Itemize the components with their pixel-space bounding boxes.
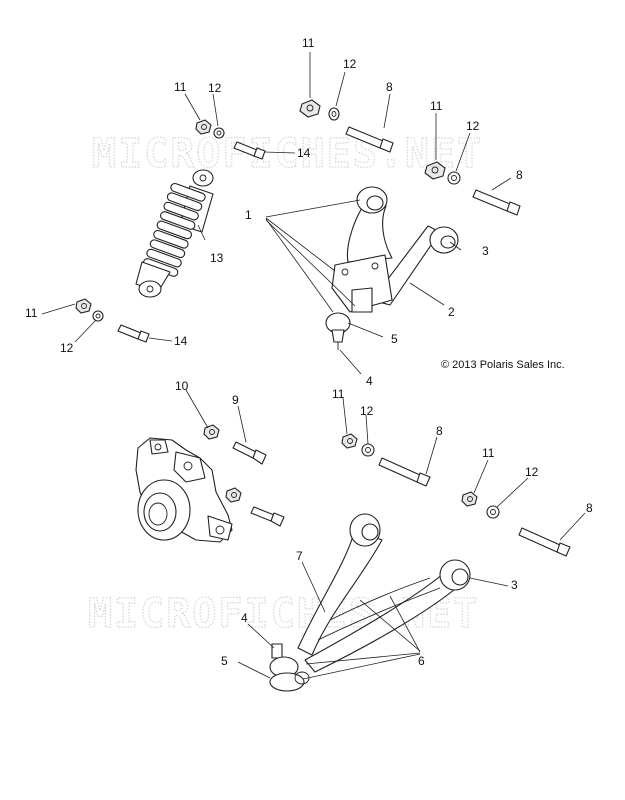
spindle-knuckle-part xyxy=(135,437,233,543)
bolt-9-upper xyxy=(232,441,267,465)
washer-12-d xyxy=(92,310,104,322)
bolt-8-top xyxy=(345,126,394,153)
leader-lines xyxy=(41,52,586,680)
callout-5-a: 5 xyxy=(391,332,398,346)
callout-12-d: 12 xyxy=(60,341,74,355)
nut-11-e xyxy=(341,433,358,449)
bolt-14-top xyxy=(233,141,266,160)
callout-11-c: 11 xyxy=(430,99,443,113)
bolt-8-right-lower xyxy=(518,527,571,557)
bolt-8-right-upper xyxy=(472,189,521,216)
callout-labels: 11 12 8 11 12 14 11 12 8 13 1 3 2 5 4 11… xyxy=(25,36,593,668)
shock-absorber-part xyxy=(135,169,214,298)
nut-11-f xyxy=(461,491,478,507)
nut-11-a xyxy=(299,99,321,118)
washer-12-b xyxy=(213,127,225,139)
callout-3-a: 3 xyxy=(482,244,489,258)
lower-a-arm-part xyxy=(297,513,471,673)
callout-6: 6 xyxy=(418,654,425,668)
callout-11-d: 11 xyxy=(25,306,38,320)
bolt-9-lower xyxy=(250,506,285,527)
nut-11-c xyxy=(424,161,446,180)
callout-7: 7 xyxy=(296,549,303,563)
callout-8-b: 8 xyxy=(516,168,523,182)
nut-11-b xyxy=(195,119,212,135)
nut-10 xyxy=(203,424,220,440)
callout-12-c: 12 xyxy=(466,119,480,133)
callout-8-d: 8 xyxy=(586,501,593,515)
callout-8-c: 8 xyxy=(436,424,443,438)
callout-2: 2 xyxy=(448,305,455,319)
callout-12-b: 12 xyxy=(208,81,222,95)
washer-12-e xyxy=(361,443,375,457)
callout-12-f: 12 xyxy=(525,465,539,479)
copyright-notice: © 2013 Polaris Sales Inc. xyxy=(441,359,565,371)
bolt-14-left xyxy=(117,324,150,343)
nut-9-lower xyxy=(225,487,242,503)
upper-a-arm-part xyxy=(331,186,459,313)
callout-3-b: 3 xyxy=(511,578,518,592)
nut-11-d xyxy=(75,298,92,314)
callout-9: 9 xyxy=(232,393,239,407)
callout-11-f: 11 xyxy=(482,446,495,460)
callout-4-b: 4 xyxy=(241,611,248,625)
callout-4-a: 4 xyxy=(366,374,373,388)
callout-14-a: 14 xyxy=(297,146,311,160)
callout-12-a: 12 xyxy=(343,57,357,71)
callout-13: 13 xyxy=(210,251,224,265)
callout-10: 10 xyxy=(175,379,189,393)
washer-12-f xyxy=(486,505,500,519)
upper-ball-joint-part xyxy=(325,312,351,350)
callout-1: 1 xyxy=(245,208,252,222)
callout-11-e: 11 xyxy=(332,387,345,401)
bolt-8-middle xyxy=(378,457,431,487)
callout-11-a: 11 xyxy=(302,36,315,50)
lower-ball-joint-part xyxy=(269,643,310,692)
callout-5-b: 5 xyxy=(221,654,228,668)
callout-12-e: 12 xyxy=(360,404,374,418)
callout-14-b: 14 xyxy=(174,334,188,348)
washer-12-c xyxy=(447,171,461,185)
callout-11-b: 11 xyxy=(174,80,187,94)
washer-12-a xyxy=(328,107,340,121)
callout-8-a: 8 xyxy=(386,80,393,94)
watermark-top: MICROFICHES.NET xyxy=(92,131,483,177)
